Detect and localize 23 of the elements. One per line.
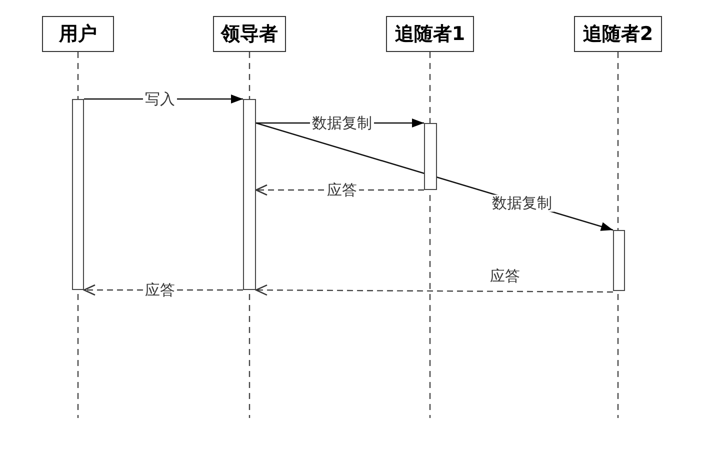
participant-box — [386, 16, 474, 52]
reply-arrow — [255, 284, 613, 296]
edge-label: 写入 — [143, 90, 177, 108]
participant-label: 用户 — [59, 24, 97, 44]
activation-bar — [613, 230, 625, 291]
activation-bar — [243, 99, 256, 290]
edge-label: 数据复制 — [310, 114, 374, 132]
edge-label: 应答 — [488, 268, 522, 284]
edge-label: 数据复制 — [490, 194, 554, 212]
participant-label: 领导者 — [221, 24, 278, 44]
lifeline — [429, 52, 431, 418]
lifeline — [77, 52, 79, 418]
participant-label: 追随者1 — [394, 24, 466, 44]
participant-box — [574, 16, 662, 52]
edge-label: 应答 — [325, 182, 359, 198]
lifeline — [617, 52, 619, 418]
participant-box — [213, 16, 286, 52]
activation-bar — [72, 99, 84, 290]
activation-bar — [424, 123, 437, 190]
participant-label: 追随者2 — [582, 24, 654, 44]
participant-box — [42, 16, 114, 52]
lifeline — [248, 52, 250, 418]
edge-label: 应答 — [143, 282, 177, 298]
